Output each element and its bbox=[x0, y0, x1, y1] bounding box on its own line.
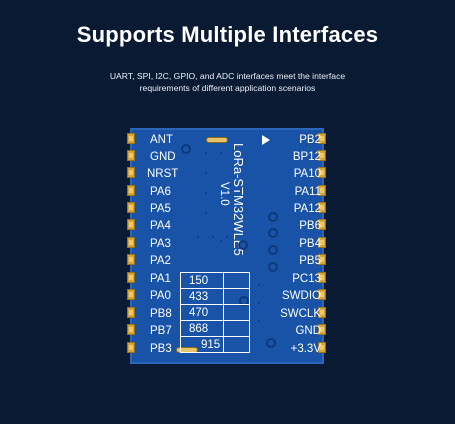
left-pad bbox=[127, 237, 135, 248]
frequency-checkbox bbox=[223, 272, 250, 289]
pin-label-pa6: PA6 bbox=[150, 186, 171, 198]
pcb-dot bbox=[258, 284, 260, 286]
left-pad bbox=[127, 219, 135, 230]
pin-label-pa1: PA1 bbox=[150, 273, 171, 285]
pin-label-pb3: PB3 bbox=[150, 343, 172, 355]
left-pad bbox=[127, 272, 135, 283]
pin-label-pb8: PB8 bbox=[150, 308, 172, 320]
via-hole bbox=[181, 144, 191, 154]
pcb-dot bbox=[212, 236, 214, 238]
pcb-dot bbox=[240, 190, 242, 192]
left-pad bbox=[127, 167, 135, 178]
pcb-dot bbox=[170, 210, 172, 212]
left-pad bbox=[127, 254, 135, 265]
frequency-value: 470 bbox=[180, 304, 224, 321]
frequency-row: 433 bbox=[180, 288, 250, 305]
frequency-row: 915 bbox=[180, 336, 250, 353]
pin-label-pb6: PB6 bbox=[299, 220, 321, 232]
via-hole bbox=[266, 338, 276, 348]
left-pad bbox=[127, 133, 135, 144]
left-pad bbox=[127, 307, 135, 318]
left-pad bbox=[127, 185, 135, 196]
pin-label-pb2: PB2 bbox=[299, 134, 321, 146]
pin-label-pa11: PA11 bbox=[294, 186, 321, 198]
frequency-value: 150 bbox=[180, 272, 224, 289]
frequency-row: 470 bbox=[180, 304, 250, 321]
pin-label-pb4: PB4 bbox=[299, 238, 321, 250]
pin-label-bp12: BP12 bbox=[292, 151, 321, 163]
pin-label-gnd: GND bbox=[150, 151, 176, 163]
frequency-checkbox bbox=[223, 304, 250, 321]
pcb-dot bbox=[258, 320, 260, 322]
pin-label-pb5: PB5 bbox=[299, 255, 321, 267]
pcb-dot bbox=[197, 236, 199, 238]
right-pad bbox=[318, 272, 326, 283]
frequency-checkbox bbox=[223, 336, 250, 353]
pcb-dot bbox=[258, 302, 260, 304]
frequency-value: 868 bbox=[180, 320, 224, 337]
left-pad bbox=[127, 342, 135, 353]
pin-label-pa3: PA3 bbox=[150, 238, 171, 250]
pin-label-swclk: SWCLK bbox=[280, 308, 321, 320]
via-hole bbox=[268, 228, 278, 238]
pcb-dot bbox=[220, 240, 222, 242]
right-pad bbox=[318, 133, 326, 144]
right-pad bbox=[318, 202, 326, 213]
pcb-dot bbox=[205, 152, 207, 154]
pin-label-pa0: PA0 bbox=[150, 290, 171, 302]
via-hole bbox=[238, 240, 248, 250]
frequency-row: 150 bbox=[180, 272, 250, 289]
right-pad bbox=[318, 150, 326, 161]
right-pad bbox=[318, 185, 326, 196]
pin-label-pa5: PA5 bbox=[150, 203, 171, 215]
left-pad bbox=[127, 150, 135, 161]
module-name: LoRa-STM32WLE5 bbox=[231, 143, 246, 256]
pin-label-3v3: +3.3V bbox=[290, 343, 321, 355]
pin-label-ant: ANT bbox=[150, 134, 173, 146]
frequency-value: 915 bbox=[180, 336, 224, 353]
pin1-arrow-icon bbox=[262, 135, 270, 145]
right-pad bbox=[318, 237, 326, 248]
pin-label-pa10: PA10 bbox=[293, 168, 321, 180]
right-pad bbox=[318, 324, 326, 335]
pcb-dot bbox=[205, 172, 207, 174]
frequency-checkbox bbox=[223, 320, 250, 337]
page-title: Supports Multiple Interfaces bbox=[76, 22, 379, 47]
right-pad bbox=[318, 254, 326, 265]
module-version: V1.0 bbox=[218, 182, 230, 206]
pin-label-pb7: PB7 bbox=[150, 325, 172, 337]
frequency-table: 150 433 470 868 915 bbox=[180, 272, 250, 353]
via-hole bbox=[268, 262, 278, 272]
right-pad bbox=[318, 289, 326, 300]
antenna-slot bbox=[206, 137, 228, 143]
frequency-row: 868 bbox=[180, 320, 250, 337]
via-hole bbox=[268, 212, 278, 222]
frequency-checkbox bbox=[223, 288, 250, 305]
right-pad bbox=[318, 167, 326, 178]
pcb-dot bbox=[226, 236, 228, 238]
pcb-dot bbox=[220, 152, 222, 154]
frequency-value: 433 bbox=[180, 288, 224, 305]
pcb-dot bbox=[205, 212, 207, 214]
pin-label-pa12: PA12 bbox=[293, 203, 321, 215]
pin-label-pa2: PA2 bbox=[150, 255, 171, 267]
via-hole bbox=[268, 245, 278, 255]
pin-label-gnd-right: GND bbox=[295, 325, 321, 337]
left-pad bbox=[127, 202, 135, 213]
subtitle-line-2: requirements of different application sc… bbox=[139, 83, 316, 93]
pin-label-nrst: NRST bbox=[147, 168, 179, 180]
left-pad bbox=[127, 289, 135, 300]
page-subtitle: UART, SPI, I2C, GPIO, and ADC interfaces… bbox=[0, 70, 455, 94]
pin-label-pc13: PC13 bbox=[292, 273, 321, 285]
right-pad bbox=[318, 219, 326, 230]
pin-label-pa4: PA4 bbox=[150, 220, 171, 232]
left-pad bbox=[127, 324, 135, 335]
pcb-dot bbox=[205, 192, 207, 194]
pin-label-swdio: SWDIO bbox=[282, 290, 321, 302]
subtitle-line-1: UART, SPI, I2C, GPIO, and ADC interfaces… bbox=[109, 71, 346, 81]
right-pad bbox=[318, 342, 326, 353]
right-pad bbox=[318, 307, 326, 318]
